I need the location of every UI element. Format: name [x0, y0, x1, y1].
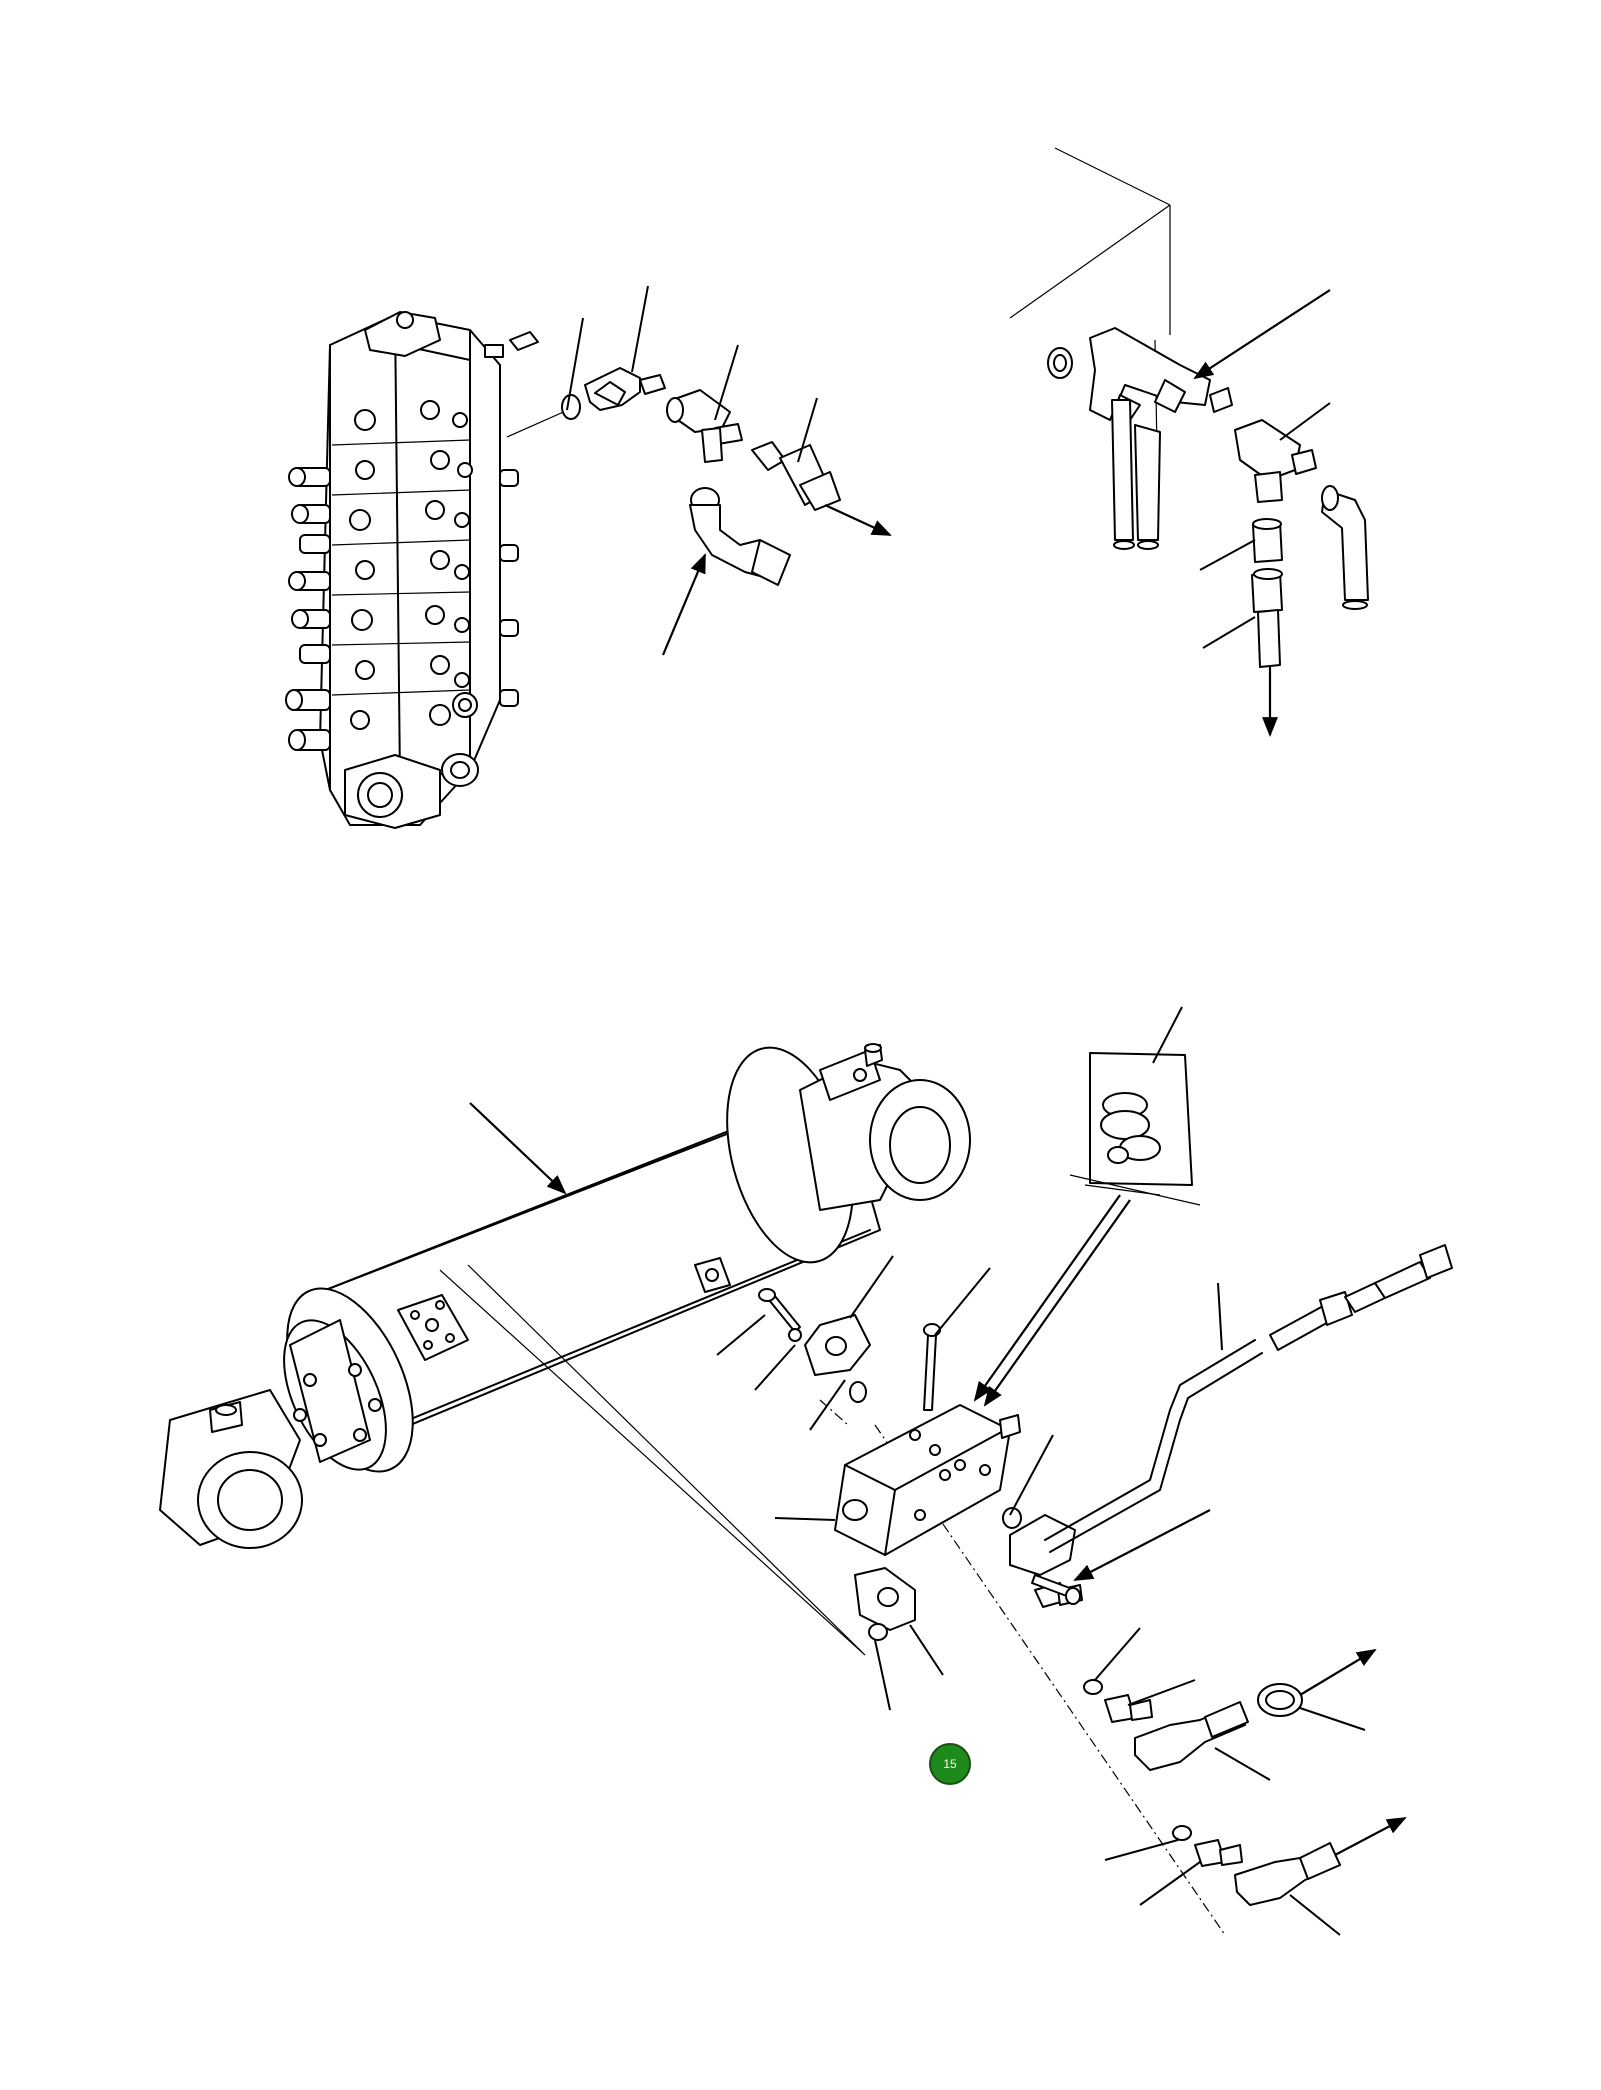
- hydraulic-cylinder-assembly: [159, 1006, 1453, 1936]
- valve-block-icon: [285, 311, 539, 829]
- seal-kit-icon: [1069, 1006, 1201, 1206]
- tee-fitting-icon: [1047, 327, 1233, 550]
- adapter-fitting-icon: [751, 441, 841, 511]
- elbow-fitting-icon: [1172, 1825, 1341, 1906]
- tee-fitting-icon: [666, 389, 743, 463]
- valve-block-icon: [834, 1404, 1021, 1556]
- flange-icon: [854, 1567, 916, 1641]
- hydraulic-cylinder-icon: [159, 1043, 971, 1549]
- bolt-icon: [1031, 1574, 1081, 1605]
- tee-fitting-assembly: [1009, 147, 1369, 737]
- clamp-icon: [1257, 1683, 1303, 1717]
- flange-icon: [758, 1288, 941, 1411]
- elbow-fitting-icon: [561, 367, 666, 420]
- elbow-fitting-icon: [1083, 1679, 1249, 1771]
- control-valve-assembly: [285, 285, 892, 829]
- adapter-fitting-icon: [1251, 518, 1283, 668]
- hose-elbow-icon: [689, 487, 791, 586]
- tee-fitting-icon: [1234, 419, 1369, 610]
- sheet-marker-badge: 15: [929, 1743, 971, 1785]
- sheet-marker-number: 15: [943, 1757, 957, 1771]
- tube-icon: [1044, 1244, 1453, 1553]
